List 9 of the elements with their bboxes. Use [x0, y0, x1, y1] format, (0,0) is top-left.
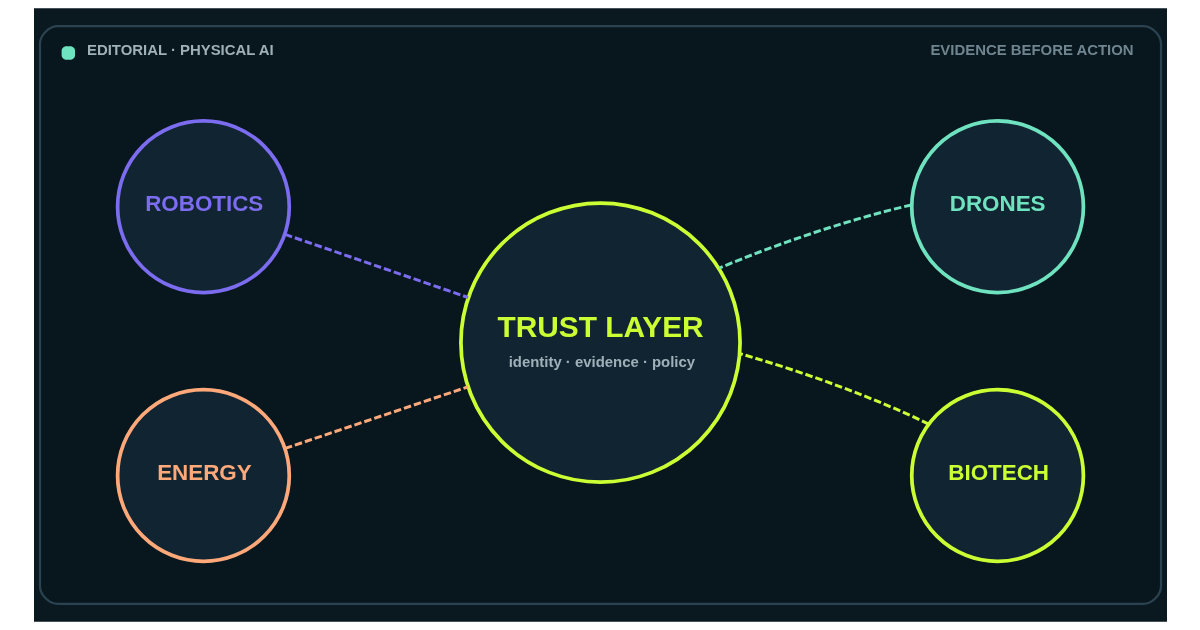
connector [718, 203, 912, 270]
connector [284, 385, 469, 450]
node-circle: DRONES [909, 119, 1085, 295]
node-circle: ROBOTICS [115, 119, 291, 295]
node-circle: ENERGY [115, 387, 291, 564]
node-circle: BIOTECH [909, 387, 1085, 564]
connector [738, 352, 929, 426]
connector [284, 233, 469, 299]
node-circle: TRUST LAYER identity · evidence · policy [458, 201, 742, 485]
